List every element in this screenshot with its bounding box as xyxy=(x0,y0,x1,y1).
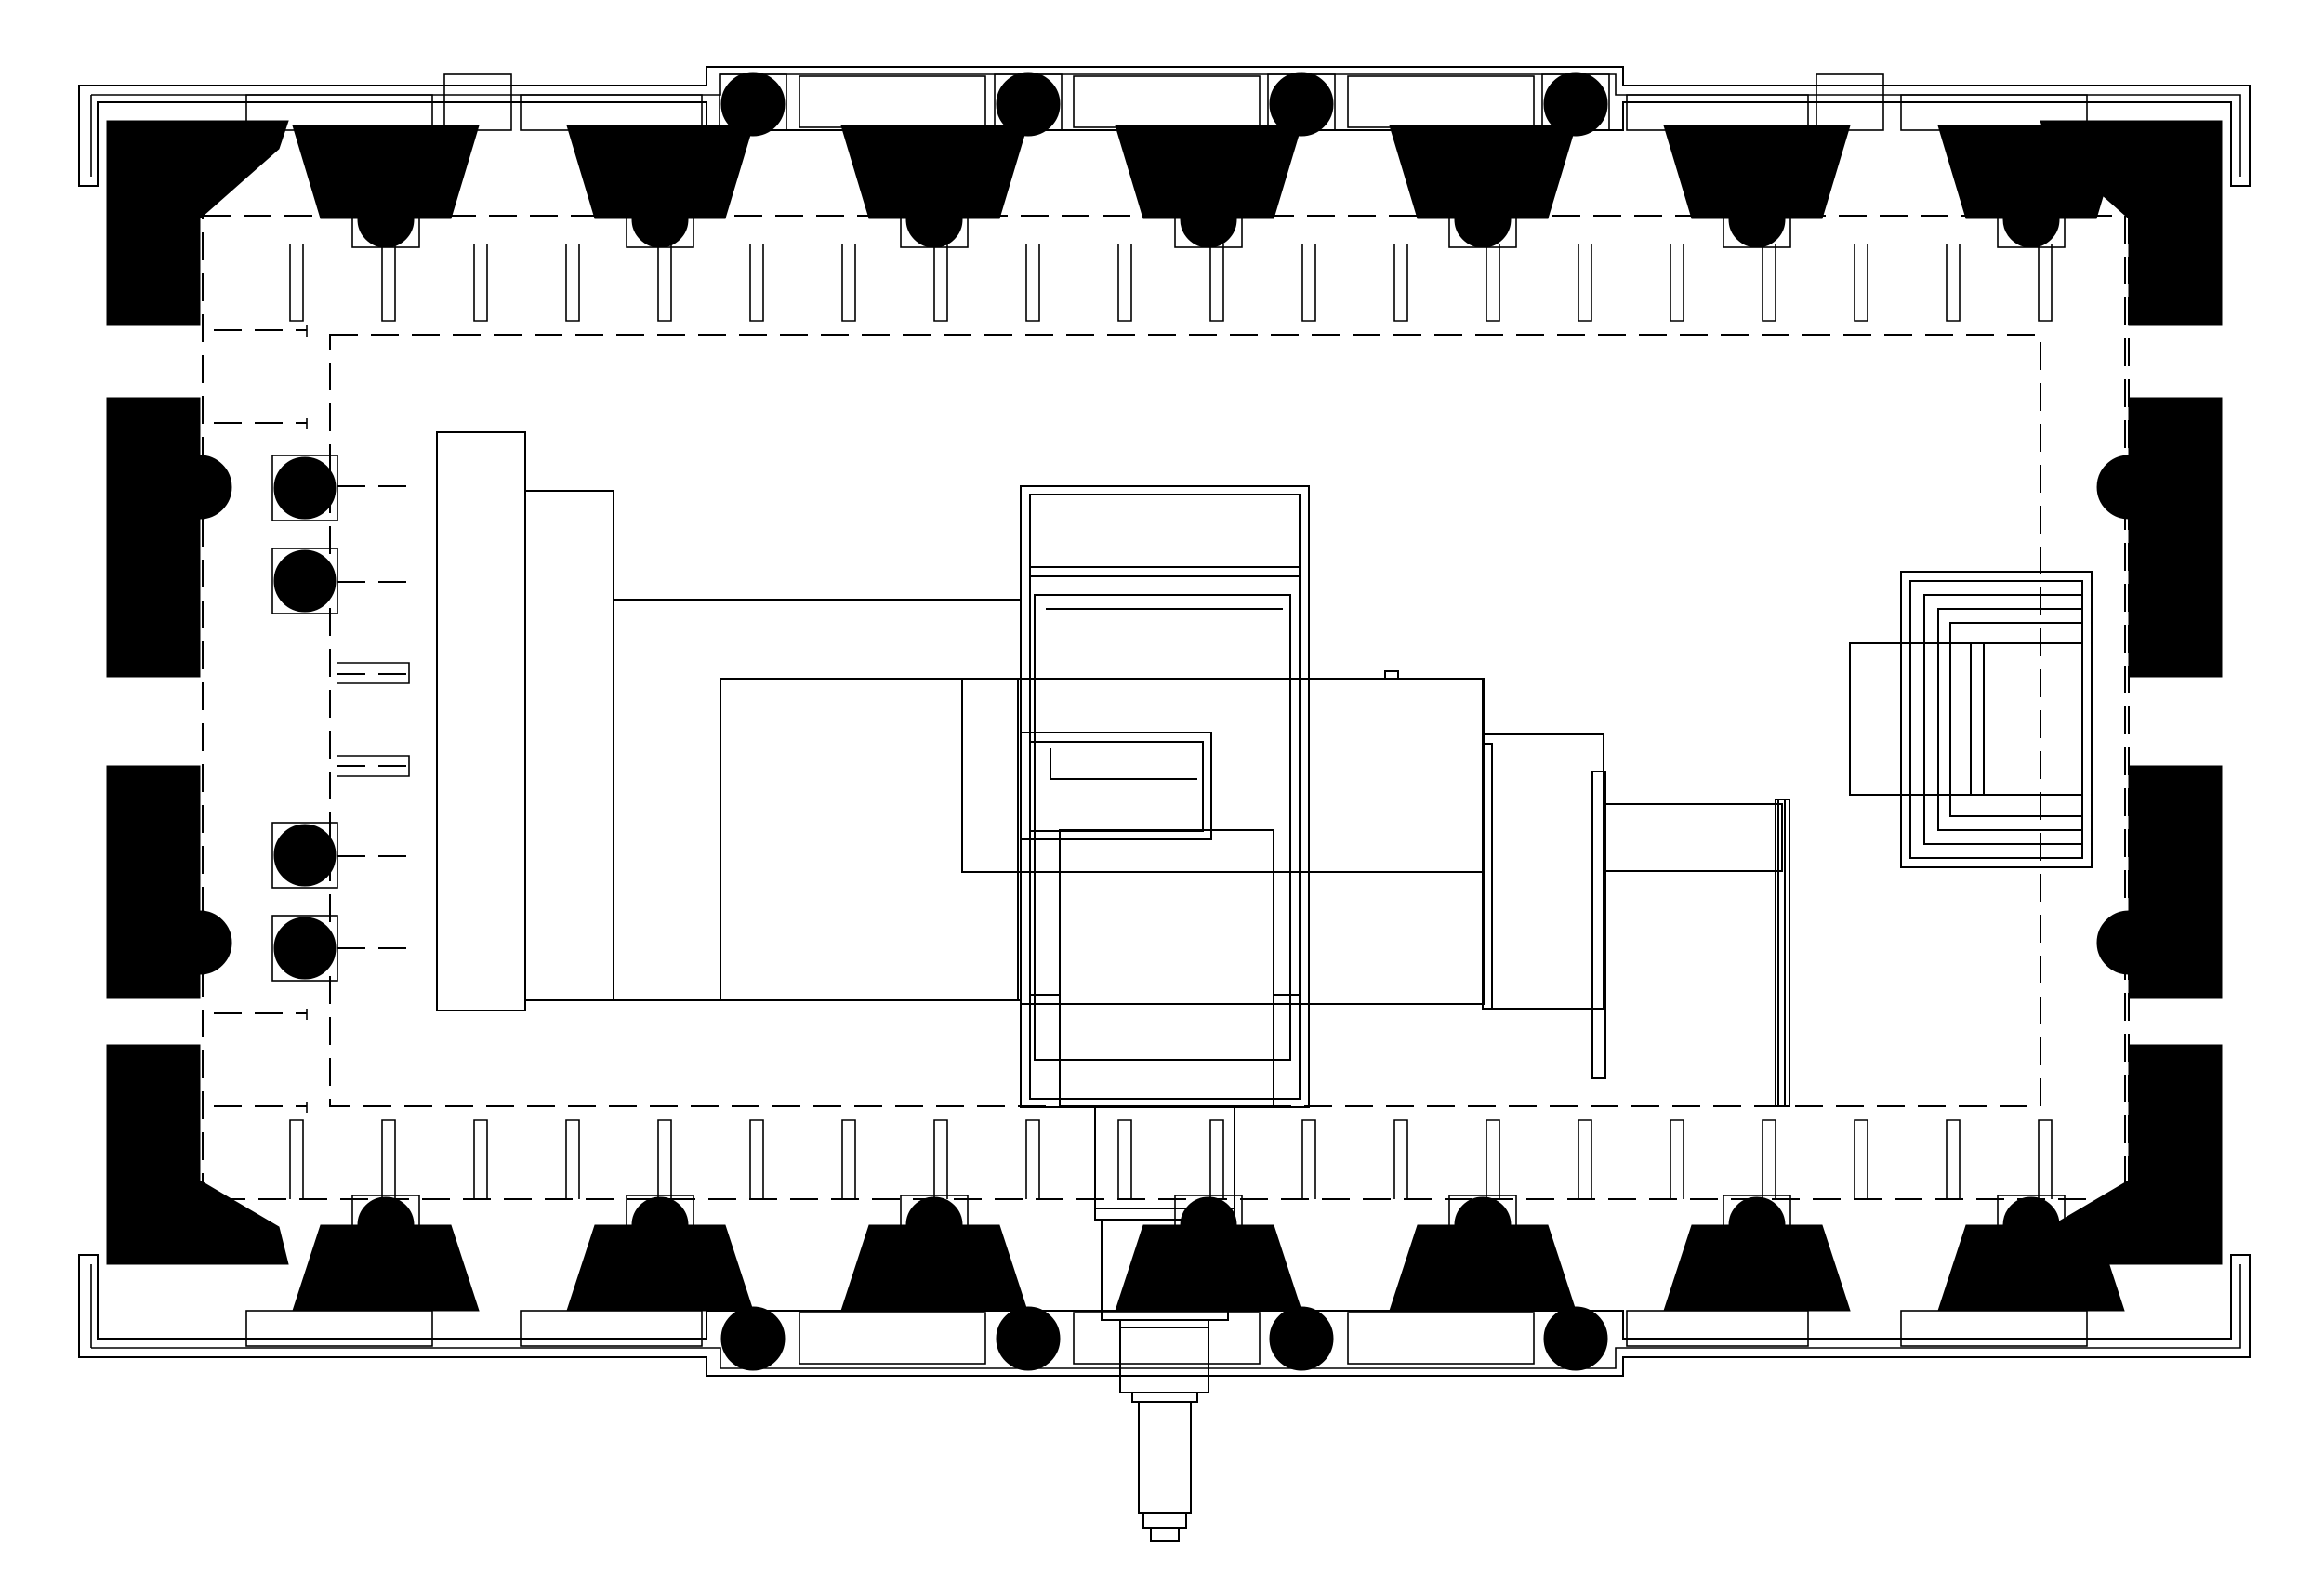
rib-tick xyxy=(1393,1119,1408,1199)
column-top-inner xyxy=(1454,218,1512,248)
pier-bottom xyxy=(566,1224,754,1312)
rib-tick xyxy=(1209,1119,1224,1199)
column-top-outer xyxy=(720,72,786,137)
column-base-top xyxy=(1816,73,1884,131)
pier-top xyxy=(1115,125,1302,219)
pier-bottom xyxy=(1389,1224,1577,1312)
pier-top xyxy=(566,125,754,219)
rib-tick xyxy=(289,244,304,322)
piers-bottom xyxy=(292,1224,2125,1312)
column-bottom-inner xyxy=(1454,1196,1512,1226)
pier-bottom xyxy=(1115,1224,1302,1312)
pier-top xyxy=(1937,125,2125,219)
column-top-inner xyxy=(1728,218,1786,248)
rib-tick xyxy=(473,1119,488,1199)
rib-tick xyxy=(473,244,488,322)
column-base-bottom-inner xyxy=(1997,1195,2066,1228)
column-bottom-outer xyxy=(1543,1306,1608,1371)
rib-tick xyxy=(1578,1119,1592,1199)
column-bottom-inner xyxy=(357,1196,415,1226)
rib-tick xyxy=(1578,244,1592,322)
column-base-bottom-inner xyxy=(626,1195,694,1228)
column-base-bottom-inner xyxy=(1448,1195,1517,1228)
rib-tick xyxy=(1025,244,1040,322)
rib-tick xyxy=(841,244,856,322)
rib-tick xyxy=(1117,1119,1132,1199)
rib-tick xyxy=(1301,244,1316,322)
rib-tick xyxy=(289,1119,304,1199)
pier-top xyxy=(840,125,1028,219)
rib-tick xyxy=(933,1119,948,1199)
vault-lines xyxy=(202,215,2130,1200)
column-top-outer xyxy=(1543,72,1608,137)
left-apse xyxy=(214,325,410,1113)
column-top-inner xyxy=(1180,218,1237,248)
rib-tick xyxy=(1670,244,1684,322)
column-top-inner xyxy=(905,218,963,248)
column-bottom-inner xyxy=(631,1196,689,1226)
central-structure xyxy=(436,431,1790,1542)
rib-tick xyxy=(2038,1119,2053,1199)
pier-bottom xyxy=(840,1224,1028,1312)
column-bottom-outer xyxy=(996,1306,1061,1371)
rib-tick xyxy=(1946,244,1961,322)
rib-tick xyxy=(1117,244,1132,322)
window-frames-bottom xyxy=(245,1310,2088,1365)
columns-bottom xyxy=(351,1195,2066,1371)
rib-tick xyxy=(1762,1119,1776,1199)
column-base-bottom-inner xyxy=(1723,1195,1791,1228)
rib-tick xyxy=(1486,1119,1500,1199)
column-base-top xyxy=(443,73,512,131)
rib-tick xyxy=(381,244,396,322)
column-bottom-inner xyxy=(905,1196,963,1226)
rib-tick xyxy=(381,1119,396,1199)
pier-bottom xyxy=(1663,1224,1851,1312)
rib-tick xyxy=(1486,244,1500,322)
column-bottom-inner xyxy=(2002,1196,2060,1226)
column-base-bottom-inner xyxy=(351,1195,420,1228)
column-top-inner xyxy=(2002,218,2060,248)
column-bottom-outer xyxy=(720,1306,786,1371)
rib-tick xyxy=(565,1119,580,1199)
rib-tick xyxy=(565,244,580,322)
column-top-outer xyxy=(1269,72,1334,137)
rib-tick xyxy=(1209,244,1224,322)
rib-tick xyxy=(1301,1119,1316,1199)
right-apse-frames xyxy=(1849,571,2093,868)
rib-tick xyxy=(1946,1119,1961,1199)
pier-bottom xyxy=(1937,1224,2125,1312)
column-top-inner xyxy=(631,218,689,248)
rib-tick xyxy=(2038,244,2053,322)
rib-ticks-top xyxy=(289,244,2053,322)
pier-top xyxy=(1389,125,1577,219)
rib-tick xyxy=(1762,244,1776,322)
pier-top xyxy=(292,125,480,219)
piers-top xyxy=(292,125,2125,219)
column-bottom-outer xyxy=(1269,1306,1334,1371)
rib-ticks-bottom xyxy=(289,1119,2053,1199)
pier-top xyxy=(1663,125,1851,219)
rib-tick xyxy=(1854,1119,1868,1199)
rib-tick xyxy=(841,1119,856,1199)
column-top-outer xyxy=(996,72,1061,137)
rib-tick xyxy=(933,244,948,322)
column-top-inner xyxy=(357,218,415,248)
column-base-bottom-inner xyxy=(1174,1195,1243,1228)
rib-tick xyxy=(1670,1119,1684,1199)
pier-bottom xyxy=(292,1224,480,1312)
side-walls xyxy=(106,120,2223,1265)
rib-tick xyxy=(1393,244,1408,322)
rib-tick xyxy=(749,244,764,322)
rib-tick xyxy=(1025,1119,1040,1199)
rib-tick xyxy=(1854,244,1868,322)
rib-tick xyxy=(749,1119,764,1199)
rib-tick xyxy=(657,1119,672,1199)
rib-tick xyxy=(657,244,672,322)
column-bottom-inner xyxy=(1728,1196,1786,1226)
columns-top xyxy=(351,72,2066,248)
